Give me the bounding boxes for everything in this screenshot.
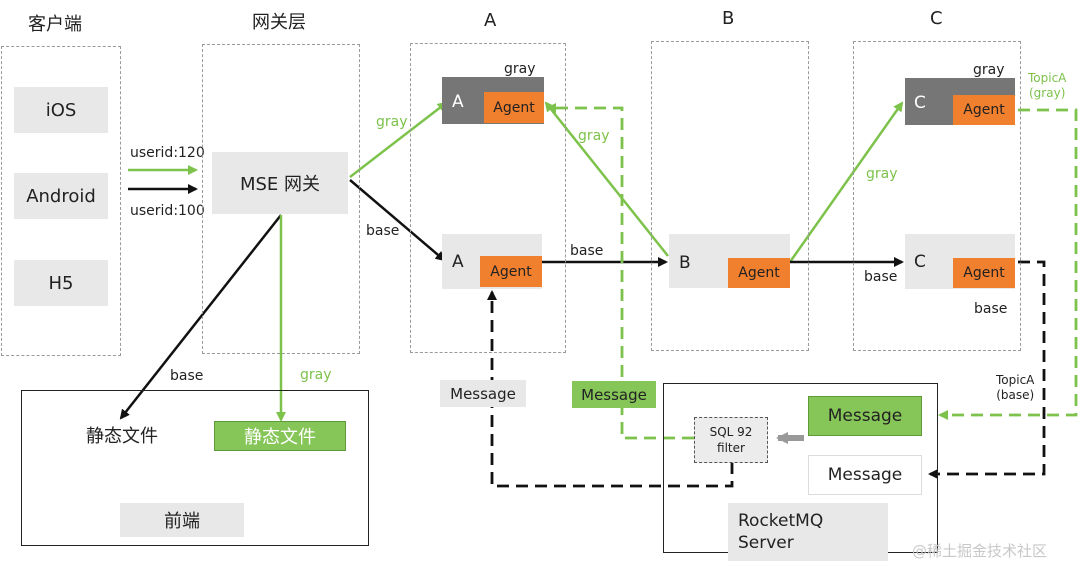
- label-a-to-b-base: base: [570, 243, 604, 259]
- arrow-b-gray-a: [544, 101, 669, 257]
- arrow-c-base-topic: [928, 260, 1046, 479]
- service-a-gray-agent: Agent: [484, 92, 544, 123]
- server-message-gray: Message: [808, 396, 922, 436]
- message-gray-consume: Message: [572, 381, 656, 408]
- client-ios: iOS: [14, 87, 108, 133]
- client-group: [1, 46, 121, 356]
- frontend-group: [21, 390, 369, 546]
- service-b-name: B: [679, 253, 691, 273]
- header-service-a: A: [484, 10, 497, 31]
- service-b-group: [651, 41, 809, 351]
- label-gateway-base: base: [366, 223, 400, 239]
- service-b-agent: Agent: [728, 258, 790, 288]
- gateway-group: [202, 44, 360, 354]
- service-a-group: [410, 43, 566, 353]
- service-c-base-tag: base: [974, 301, 1008, 317]
- service-a-base-agent: Agent: [480, 256, 542, 287]
- client-h5: H5: [14, 260, 108, 306]
- label-b-to-c-gray: gray: [866, 166, 898, 182]
- label-gateway-gray: gray: [376, 114, 408, 130]
- label-static-base: base: [170, 368, 204, 384]
- header-service-b: B: [722, 8, 735, 29]
- service-c-gray-name: C: [914, 93, 926, 113]
- label-static-gray: gray: [300, 367, 332, 383]
- label-userid-120: userid:120: [130, 145, 205, 161]
- message-a-consume: Message: [440, 380, 526, 407]
- frontend-label: 前端: [120, 503, 244, 537]
- header-service-c: C: [930, 8, 943, 29]
- service-c-gray-tag: gray: [973, 62, 1005, 78]
- static-files-gray: 静态文件: [214, 421, 346, 451]
- header-client: 客户端: [28, 14, 82, 35]
- topic-base-label: TopicA (base): [996, 373, 1035, 402]
- service-a-gray-name: A: [452, 92, 464, 112]
- arrow-gateway-gray-a: [349, 101, 448, 178]
- service-a-gray-tag: gray: [504, 61, 536, 77]
- mse-gateway: MSE 网关: [212, 152, 348, 214]
- arrow-gateway-base-a: [349, 179, 446, 262]
- label-userid-100: userid:100: [130, 203, 205, 219]
- arrow-c-gray-topic: [938, 108, 1078, 420]
- service-c-base-agent: Agent: [953, 258, 1015, 288]
- server-message-base: Message: [808, 455, 922, 495]
- static-files-base: 静态文件: [86, 426, 158, 447]
- watermark: @稀土掘金技术社区: [912, 542, 1048, 560]
- header-gateway: 网关层: [252, 12, 306, 33]
- rocketmq-server-label: RocketMQ Server: [728, 503, 888, 561]
- arrow-gateway-base-static: [119, 214, 282, 420]
- service-c-gray-agent: Agent: [953, 95, 1015, 125]
- topic-gray-label: TopicA (gray): [1028, 71, 1067, 100]
- service-c-group: [853, 41, 1021, 351]
- arrow-filter-gray-a: [546, 103, 694, 440]
- sql92-filter: SQL 92 filter: [694, 417, 768, 463]
- service-c-base-name: C: [914, 252, 926, 272]
- service-a-base-name: A: [452, 252, 464, 272]
- label-b-to-c-base: base: [864, 269, 898, 285]
- label-b-to-a-gray: gray: [578, 128, 610, 144]
- client-android: Android: [14, 173, 108, 219]
